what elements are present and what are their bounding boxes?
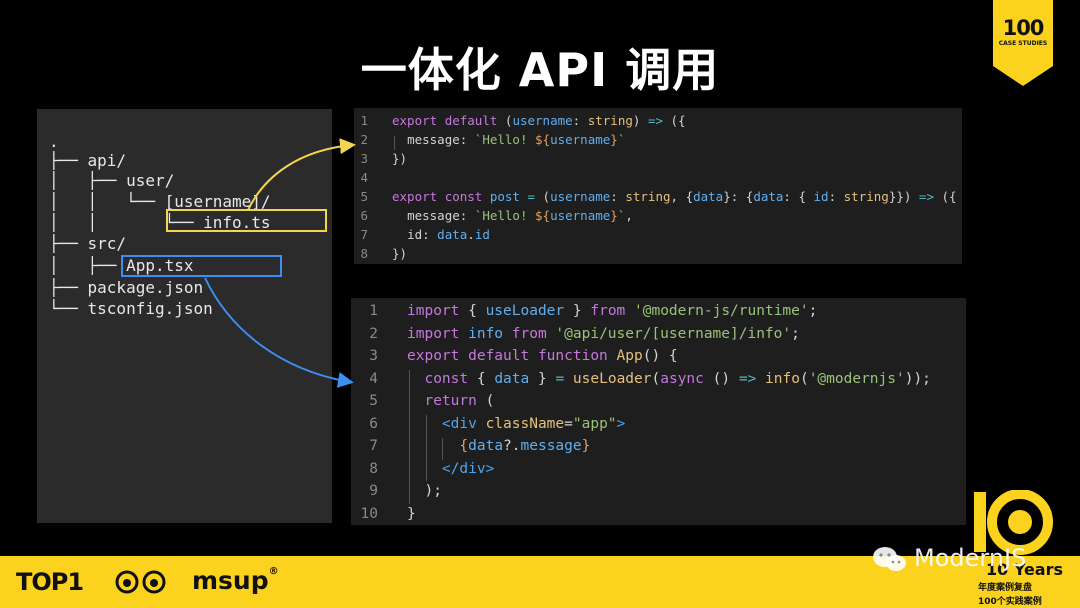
line-number: 2 (360, 132, 368, 147)
file-tree-panel: . ├── api/ │ ├── user/ │ │ └── [username… (37, 109, 332, 523)
code-line: 8}) (354, 244, 962, 263)
line-number: 9 (369, 483, 378, 499)
code-text: message: `Hello! ${username}` (407, 132, 626, 147)
info-ts-highlight (166, 209, 327, 232)
line-number: 5 (360, 189, 368, 204)
blue-arrow-icon (204, 277, 354, 388)
wechat-watermark: ModernJS (914, 544, 1027, 572)
line-number: 7 (360, 227, 368, 242)
line-number: 6 (360, 208, 368, 223)
tree-line: ├── package.json (49, 278, 204, 297)
case-studies-badge: 100 CASE STUDIES (993, 0, 1053, 86)
code-text: message: `Hello! ${username}`, (407, 208, 633, 223)
tree-line: . (49, 132, 59, 151)
code-line: 7 id: data.id (354, 225, 962, 244)
code-line: 3 export default function App() { (351, 345, 966, 368)
code-line: 1 export default (username: string) => ({ (354, 111, 962, 130)
code-text: } (407, 505, 416, 522)
line-number: 6 (369, 415, 378, 432)
code-line: 1 import { useLoader } from '@modern-js/r… (351, 300, 966, 323)
code-line: 2 import info from '@api/user/[username]/… (351, 323, 966, 346)
code-text: }) (392, 246, 408, 261)
line-number: 1 (360, 113, 368, 128)
code-text: import { useLoader } from '@modern-js/ru… (407, 303, 818, 319)
app-code-panel: 1 import { useLoader } from '@modern-js/r… (351, 298, 966, 525)
tree-line: ├── src/ (49, 234, 127, 253)
ten-years-subtitle-2: 100个实践案例 (978, 597, 1042, 607)
code-line: 5 return ( (351, 390, 966, 413)
wechat-icon (873, 547, 906, 571)
ten-years-subtitle-1: 年度案例复盘 (978, 583, 1033, 593)
code-line: 10} (351, 503, 966, 526)
code-text: <div className="app"> (441, 415, 626, 432)
code-text: const { data } = useLoader(async () => i… (424, 370, 931, 387)
ten-years-title: 10 Years (986, 560, 1064, 579)
code-text: export default function App() { (407, 348, 678, 364)
api-code-panel: 1 export default (username: string) => ({… (354, 108, 962, 342)
ten-years-logo-icon (974, 490, 1053, 555)
line-number: 8 (360, 246, 368, 261)
code-text: {data?.message} (459, 438, 591, 454)
code-text: export const post = (username: string, {… (392, 189, 957, 204)
code-line: 3}) (354, 149, 962, 168)
code-line: 6 message: `Hello! ${username}`, (354, 206, 962, 225)
badge-subtitle: CASE STUDIES (998, 40, 1048, 47)
tree-line: └── tsconfig.json (49, 299, 213, 318)
slide-title: 一体化 API 调用 (360, 43, 720, 97)
code-line: 2 message: `Hello! ${username}` (354, 130, 962, 149)
msup-logo: msup® (192, 566, 279, 595)
code-line: 4 const { data } = useLoader(async () =>… (351, 368, 966, 391)
line-number: 1 (369, 303, 378, 319)
code-line: 7 {data?.message} (351, 435, 966, 458)
eyes-logo-icon (115, 570, 166, 594)
code-text: </div> (441, 460, 495, 477)
code-text: return ( (424, 393, 495, 409)
code-text: import info from '@api/user/[username]/i… (407, 325, 800, 342)
tree-line: │ │ └── info.ts (49, 213, 271, 232)
badge-number: 100 (1002, 16, 1045, 40)
app-tsx-highlight (121, 255, 282, 277)
line-number: 3 (360, 151, 368, 166)
badge-shape-icon (993, 0, 1053, 86)
line-number: 10 (360, 505, 378, 522)
tree-line: │ ├── App.tsx (49, 256, 194, 275)
line-number: 4 (369, 370, 378, 387)
line-number: 5 (369, 393, 378, 409)
top100-logo: TOP1 (16, 568, 84, 596)
tree-line: │ ├── user/ (49, 171, 175, 190)
code-line: 6 <div className="app"> (351, 413, 966, 436)
code-line: 5 export const post = (username: string, … (354, 187, 962, 206)
code-text: export default (username: string) => ({ (392, 113, 686, 128)
code-line: 8 </div> (351, 458, 966, 481)
tree-line: │ │ └── [username]/ (49, 192, 271, 211)
tree-line: ├── api/ (49, 151, 127, 170)
code-text: }) (392, 151, 408, 166)
code-line: 4 (354, 168, 962, 187)
line-number: 3 (369, 348, 378, 364)
code-text: ); (424, 483, 442, 499)
code-text: id: data.id (407, 227, 490, 242)
line-number: 2 (369, 325, 378, 342)
yellow-arrow-icon (247, 138, 356, 211)
line-number: 4 (360, 170, 368, 185)
line-number: 7 (369, 438, 378, 454)
line-number: 8 (369, 460, 378, 477)
code-line: 9 ); (351, 480, 966, 503)
